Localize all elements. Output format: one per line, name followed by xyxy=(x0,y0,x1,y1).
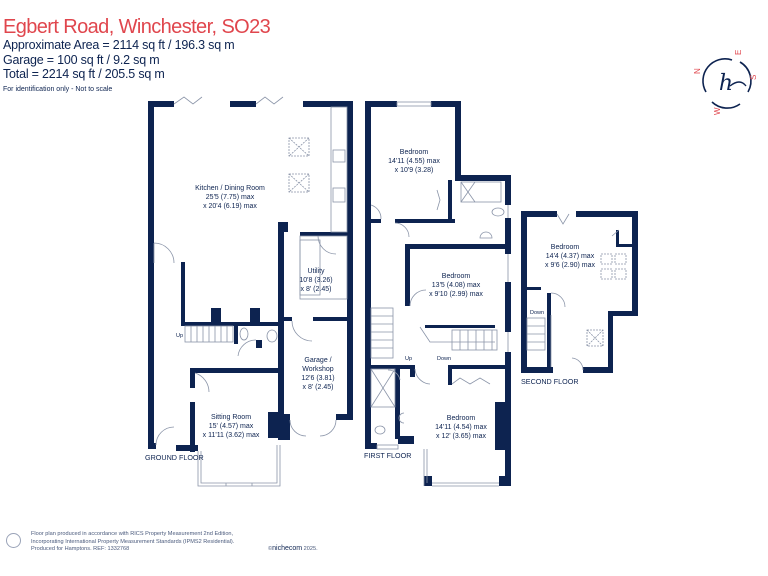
first-floor-label: FIRST FLOOR xyxy=(364,451,411,460)
footer: Floor plan produced in accordance with R… xyxy=(6,531,234,554)
kitchen-label: Kitchen / Dining Room 25'5 (7.75) max x … xyxy=(195,185,265,210)
stairs-up-label: Up xyxy=(176,333,183,339)
second-bedroom-label: Bedroom 14'4 (4.37) max x 9'6 (2.90) max xyxy=(545,244,595,269)
stairs-up-label: Up xyxy=(405,356,412,362)
compass-s: S xyxy=(749,75,758,80)
svg-text:Bedroom: Bedroom xyxy=(447,415,476,422)
compass-e: E xyxy=(734,50,743,55)
scale-note: For identification only - Not to scale xyxy=(3,85,113,93)
brand-name: nichecom xyxy=(272,545,303,552)
svg-text:25'5 (7.75) max: 25'5 (7.75) max xyxy=(206,194,255,201)
first-bedroom-3-label: Bedroom 14'11 (4.54) max x 12' (3.65) ma… xyxy=(435,415,487,440)
svg-text:x 8' (2.45): x 8' (2.45) xyxy=(301,286,332,293)
svg-text:13'5 (4.08) max: 13'5 (4.08) max xyxy=(432,282,481,289)
svg-text:Sitting Room: Sitting Room xyxy=(211,414,251,421)
first-bedroom-1-label: Bedroom 14'11 (4.55) max x 10'9 (3.28) xyxy=(388,149,440,174)
svg-text:Workshop: Workshop xyxy=(302,366,333,373)
first-floor-plan: Bedroom 14'11 (4.55) max x 10'9 (3.28) B… xyxy=(364,101,511,487)
ground-floor-plan: Kitchen / Dining Room 25'5 (7.75) max x … xyxy=(145,96,353,487)
svg-text:x 11'11 (3.62) max: x 11'11 (3.62) max xyxy=(203,432,260,439)
svg-text:x 9'10 (2.99) max: x 9'10 (2.99) max xyxy=(429,291,483,298)
logo-glyph: h xyxy=(719,71,733,96)
compass-n: N xyxy=(693,68,702,74)
svg-text:Garage /: Garage / xyxy=(304,357,331,364)
svg-text:Utility: Utility xyxy=(307,268,325,275)
second-floor-label: SECOND FLOOR xyxy=(521,377,579,386)
svg-text:10'8 (3.26): 10'8 (3.26) xyxy=(299,277,332,284)
svg-text:12'6 (3.81): 12'6 (3.81) xyxy=(301,375,334,382)
svg-text:14'4 (4.37) max: 14'4 (4.37) max xyxy=(546,253,595,260)
ground-floor-label: GROUND FLOOR xyxy=(145,453,204,462)
first-bedroom-2-label: Bedroom 13'5 (4.08) max x 9'10 (2.99) ma… xyxy=(429,273,483,298)
svg-text:x 10'9 (3.28): x 10'9 (3.28) xyxy=(395,167,434,174)
svg-text:15' (4.57) max: 15' (4.57) max xyxy=(209,423,254,430)
svg-text:Bedroom: Bedroom xyxy=(400,149,429,156)
svg-text:14'11 (4.54) max: 14'11 (4.54) max xyxy=(435,424,487,431)
plan-header: Egbert Road, Winchester, SO23 Approximat… xyxy=(3,16,271,93)
utility-label: Utility 10'8 (3.26) x 8' (2.45) xyxy=(299,268,332,293)
compass-icon: h N E S W xyxy=(693,50,758,115)
svg-text:Bedroom: Bedroom xyxy=(442,273,471,280)
second-floor-plan: Bedroom 14'4 (4.37) max x 9'6 (2.90) max… xyxy=(521,211,638,386)
footer-text: Floor plan produced in accordance with R… xyxy=(31,531,235,553)
property-title: Egbert Road, Winchester, SO23 xyxy=(3,16,271,38)
svg-text:14'11 (4.55) max: 14'11 (4.55) max xyxy=(388,158,440,165)
compass-w: W xyxy=(713,107,722,115)
info-person-icon xyxy=(6,533,21,548)
stairs-down-label: Down xyxy=(530,310,544,316)
svg-text:x 9'6 (2.90) max: x 9'6 (2.90) max xyxy=(545,262,595,269)
sitting-room-label: Sitting Room 15' (4.57) max x 11'11 (3.6… xyxy=(203,414,260,439)
approximate-area: Approximate Area = 2114 sq ft / 196.3 sq… xyxy=(3,38,235,52)
stairs-down-label: Down xyxy=(437,356,451,362)
svg-text:Kitchen / Dining Room: Kitchen / Dining Room xyxy=(195,185,265,192)
garage-label: Garage / Workshop 12'6 (3.81) x 8' (2.45… xyxy=(301,357,334,391)
svg-text:x 8' (2.45): x 8' (2.45) xyxy=(303,384,334,391)
svg-text:x 12' (3.65) max: x 12' (3.65) max xyxy=(436,433,486,440)
svg-text:x 20'4 (6.19) max: x 20'4 (6.19) max xyxy=(203,203,257,210)
copyright: ©nichecom 2025. xyxy=(268,545,318,552)
total-area: Total = 2214 sq ft / 205.5 sq m xyxy=(3,67,165,81)
svg-text:Bedroom: Bedroom xyxy=(551,244,580,251)
garage-area: Garage = 100 sq ft / 9.2 sq m xyxy=(3,52,160,67)
